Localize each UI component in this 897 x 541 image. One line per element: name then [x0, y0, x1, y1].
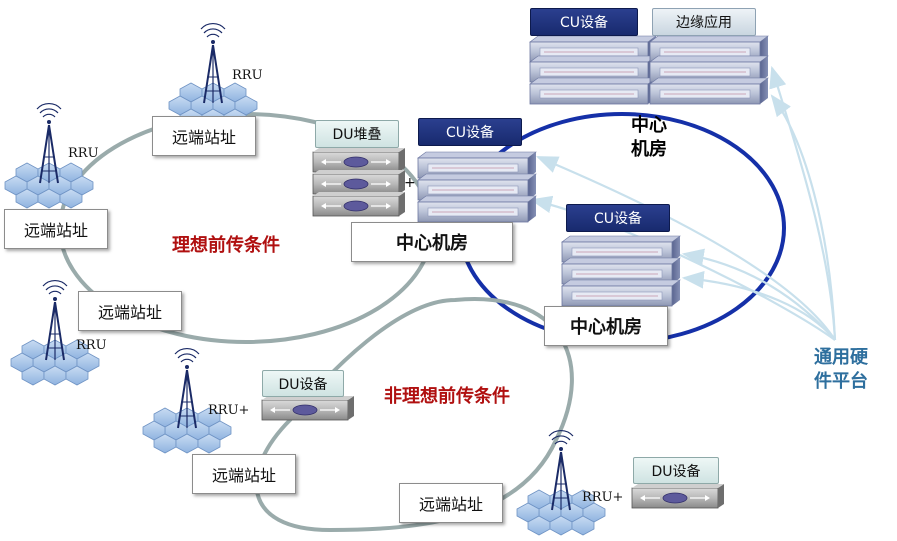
non-ideal-condition-label: 非理想前传条件: [384, 386, 510, 407]
cu-device-tag: CU设备: [530, 8, 638, 36]
remote-site-box: 远端站址: [399, 483, 503, 523]
du-device-tag: DU设备: [262, 370, 344, 397]
platform-label-line: 通用硬: [814, 347, 868, 368]
central-room-label-line: 中心: [631, 115, 667, 136]
remote-site-box: 远端站址: [4, 209, 108, 249]
cu-device-tag: CU设备: [566, 204, 670, 232]
rru-plus-label: RRU+: [208, 403, 250, 418]
du-unit-left: [261, 395, 355, 421]
remote-site-box: 远端站址: [192, 454, 296, 494]
remote-site-box: 远端站址: [78, 291, 182, 331]
cu-device-tag: CU设备: [418, 118, 522, 146]
rru-label: RRU: [68, 146, 99, 161]
cu-server-stack-middle: [417, 151, 537, 223]
du-device-tag: DU设备: [633, 457, 719, 484]
edge-app-tag: 边缘应用: [652, 8, 756, 36]
du-unit-right: [631, 483, 725, 509]
central-room-box: 中心机房: [544, 306, 668, 346]
platform-label: 通用硬 件平台: [806, 346, 876, 394]
central-room-box: 中心机房: [351, 222, 513, 262]
remote-site-box: 远端站址: [152, 116, 256, 156]
plus-sign: +: [404, 175, 416, 191]
edge-server-stack: [649, 35, 769, 105]
rru-label: RRU: [232, 68, 263, 83]
ideal-condition-label: 理想前传条件: [172, 235, 280, 256]
central-room-label-line: 机房: [631, 139, 667, 160]
platform-arrows: [529, 65, 837, 341]
cu-server-stack-right: [561, 235, 681, 307]
rru-plus-label: RRU+: [582, 490, 624, 505]
rru-tower-icon: [516, 429, 606, 536]
rru-tower-icon: [142, 347, 232, 454]
platform-label-line: 件平台: [814, 371, 868, 392]
rru-label: RRU: [76, 338, 107, 353]
cu-server-stack-top: [529, 35, 657, 105]
du-stack-units: [312, 147, 406, 217]
central-room-label: 中心 机房: [626, 114, 672, 162]
du-stack-tag: DU堆叠: [315, 120, 399, 148]
